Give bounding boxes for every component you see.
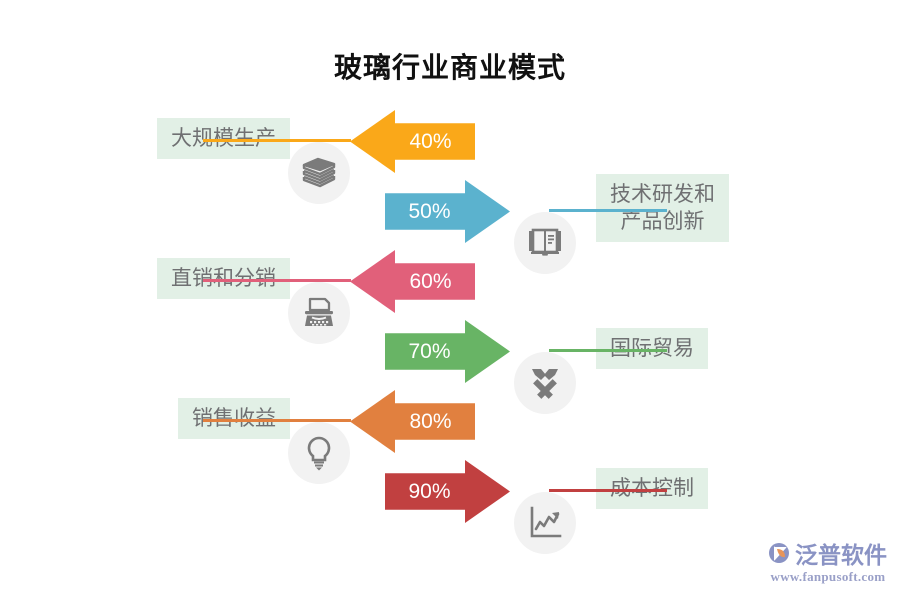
- percent-arrow-5[interactable]: 80%: [350, 390, 475, 453]
- percent-value-6: 90%: [408, 479, 451, 503]
- watermark: 泛普软件 www.fanpusoft.com: [766, 538, 890, 588]
- watermark-url: www.fanpusoft.com: [770, 569, 886, 584]
- connector-line-4: [549, 349, 667, 352]
- percent-value-1: 40%: [409, 129, 452, 153]
- books-stack-icon: [288, 142, 350, 204]
- node-label-2[interactable]: 技术研发和 产品创新: [596, 174, 729, 242]
- fanpu-logo-icon: [769, 543, 789, 563]
- connector-line-6: [549, 489, 667, 492]
- percent-value-5: 80%: [409, 409, 452, 433]
- percent-arrow-2[interactable]: 50%: [385, 180, 510, 243]
- percent-arrow-1[interactable]: 40%: [350, 110, 475, 173]
- percent-arrow-4[interactable]: 70%: [385, 320, 510, 383]
- line-chart-icon: [514, 492, 576, 554]
- node-label-6[interactable]: 成本控制: [596, 468, 708, 509]
- flow-row: 直销和分销 60%: [0, 250, 900, 344]
- percent-arrow-6[interactable]: 90%: [385, 460, 510, 523]
- percent-value-4: 70%: [408, 339, 451, 363]
- flow-row: 国际贸易 70%: [0, 320, 900, 414]
- connector-line-1: [203, 139, 351, 142]
- node-label-3[interactable]: 直销和分销: [157, 258, 290, 299]
- connector-line-2: [549, 209, 667, 212]
- node-label-4[interactable]: 国际贸易: [596, 328, 708, 369]
- typewriter-icon: [288, 282, 350, 344]
- watermark-brand: 泛普软件: [795, 542, 887, 568]
- flow-row: 销售收益 80%: [0, 390, 900, 484]
- flow-row: 大规模生产 40%: [0, 110, 900, 204]
- node-label-1[interactable]: 大规模生产: [157, 118, 290, 159]
- flow-row: 技术研发和 产品创新 50%: [0, 174, 900, 274]
- crossed-hammers-icon: [514, 352, 576, 414]
- percent-arrow-3[interactable]: 60%: [350, 250, 475, 313]
- open-book-icon: [514, 212, 576, 274]
- lightbulb-icon: [288, 422, 350, 484]
- connector-line-5: [203, 419, 351, 422]
- node-label-5[interactable]: 销售收益: [178, 398, 290, 439]
- flow-row: 成本控制 90%: [0, 460, 900, 554]
- percent-value-3: 60%: [409, 269, 452, 293]
- connector-line-3: [203, 279, 351, 282]
- percent-value-2: 50%: [408, 199, 451, 223]
- page-title: 玻璃行业商业模式: [333, 52, 566, 83]
